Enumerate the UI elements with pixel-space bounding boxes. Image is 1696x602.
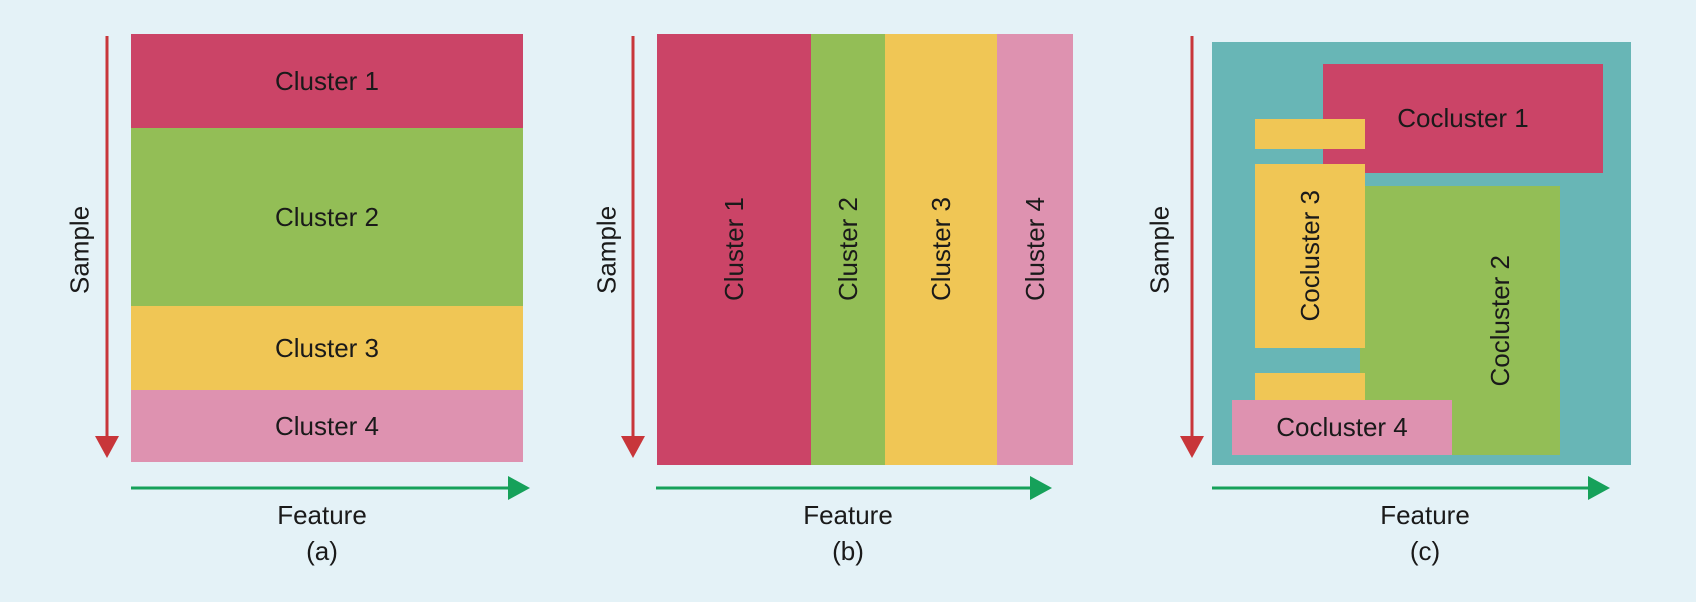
panel-c-cocluster-3-top-strip bbox=[1255, 119, 1365, 149]
panel-a-cluster-2: Cluster 2 bbox=[131, 128, 523, 306]
panel-c-cocluster-2-label: Cocluster 2 bbox=[1484, 254, 1515, 387]
panel-b-cluster-4: Cluster 4 bbox=[997, 34, 1073, 465]
panel-b-caption: (b) bbox=[832, 536, 864, 566]
panel-c-cocluster-4: Cocluster 4 bbox=[1232, 400, 1452, 455]
panel-c-cocluster-3: Cocluster 3 bbox=[1255, 164, 1365, 348]
panel-c-feature-arrow bbox=[1212, 476, 1610, 500]
panel-b: Sample Cluster 1 Cluster 2 Cluster 3 Clu… bbox=[592, 34, 1073, 566]
panel-c-caption: (c) bbox=[1409, 536, 1441, 566]
panel-b-cluster-2: Cluster 2 bbox=[811, 34, 885, 465]
panel-a-cluster-4: Cluster 4 bbox=[131, 390, 523, 462]
panel-c-sample-label: Sample bbox=[1144, 205, 1175, 295]
panel-b-feature-label: Feature bbox=[803, 500, 893, 530]
panel-c-cocluster-3-label: Cocluster 3 bbox=[1294, 190, 1325, 322]
panel-b-cluster-1: Cluster 1 bbox=[657, 34, 811, 465]
panel-a-feature-label: Feature bbox=[277, 500, 367, 530]
panel-a-cluster-3: Cluster 3 bbox=[131, 306, 523, 390]
panel-c-sample-arrow bbox=[1180, 36, 1204, 458]
panel-a-caption: (a) bbox=[306, 536, 338, 566]
panel-c-cocluster-2-label-wrap: Cocluster 2 bbox=[1440, 186, 1560, 455]
panel-c-feature-label: Feature bbox=[1380, 500, 1470, 530]
panel-a-cluster-1: Cluster 1 bbox=[131, 34, 523, 128]
panel-b-feature-arrow bbox=[656, 476, 1052, 500]
panel-b-sample-arrow bbox=[621, 36, 645, 458]
panel-c-cocluster-1: Cocluster 1 bbox=[1323, 64, 1603, 173]
panel-a-feature-arrow bbox=[131, 476, 530, 500]
panel-a: Sample Cluster 1 Cluster 2 Cluster 3 Clu… bbox=[0, 0, 560, 602]
panel-c-cocluster-3-bottom-strip bbox=[1255, 373, 1365, 403]
panel-b-cluster-3: Cluster 3 bbox=[885, 34, 997, 465]
panel-a-sample-arrow bbox=[95, 36, 119, 458]
